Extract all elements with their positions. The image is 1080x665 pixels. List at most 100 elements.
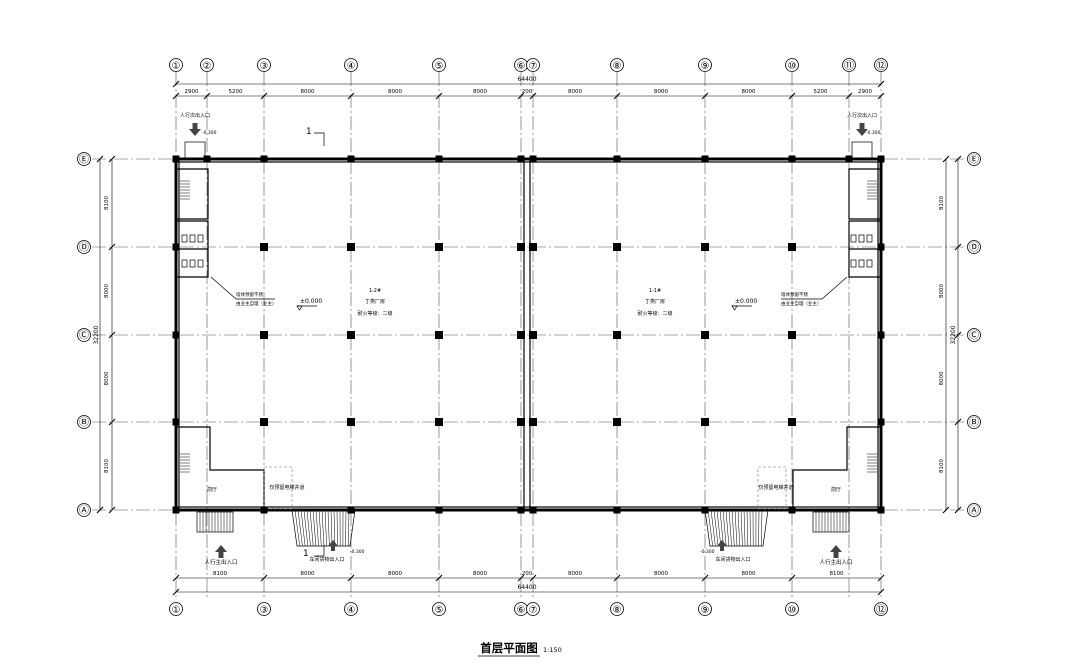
grid-bubble-top — [200, 58, 214, 72]
column — [517, 506, 525, 514]
ramp-hatch — [330, 509, 333, 547]
column — [529, 243, 537, 251]
column — [517, 331, 525, 339]
column — [172, 155, 180, 163]
grid-bubble-bottom — [257, 602, 271, 616]
structural-columns — [172, 155, 885, 514]
lobby-walls — [176, 426, 265, 510]
toilet-fixture — [197, 259, 204, 268]
grid-label-top: ⑦ — [529, 61, 538, 72]
grid-label-top: ② — [203, 61, 212, 72]
dim-label-bottom: 8000 — [654, 571, 668, 577]
pedestrian-entry-left: 人行主出入口 — [204, 558, 237, 566]
ramp-hatch — [327, 509, 330, 547]
column — [435, 155, 443, 163]
grid-label-bottom: ⑤ — [435, 605, 444, 616]
ramp-hatch — [740, 509, 743, 547]
ramp-hatch — [722, 509, 727, 547]
grid-label-bottom: ⑦ — [529, 605, 538, 616]
entry-arrow-icon — [215, 545, 227, 558]
column — [701, 331, 709, 339]
dim-tick — [877, 92, 885, 100]
section-mark-top: 1 — [306, 127, 312, 137]
grid-label-top: ① — [172, 61, 181, 72]
grid-label-row: Ⓑ — [969, 417, 979, 429]
grid-bubble-row — [77, 415, 91, 429]
ramp-hatch — [707, 509, 713, 547]
grid-bubble-row — [77, 328, 91, 342]
ramp-hatch — [318, 509, 322, 547]
toilet-fixture — [866, 234, 873, 243]
grid-label-top: ③ — [260, 61, 269, 72]
ramp-hatch — [737, 509, 740, 547]
column — [260, 243, 268, 251]
grid-label-row: Ⓐ — [79, 505, 89, 517]
outdoor-level-left-top: -0.300 — [202, 130, 217, 136]
grid-label-bottom: ⑧ — [613, 605, 622, 616]
dim-tick — [260, 92, 268, 100]
toilet-fixture — [850, 259, 857, 268]
column — [517, 155, 525, 163]
right-unit-name: 1-1# — [649, 288, 661, 294]
grid-label-top: ④ — [347, 61, 356, 72]
dim-tick — [942, 155, 950, 163]
grid-bubble-row — [77, 240, 91, 254]
outdoor-level-right-bottom: -0.300 — [700, 549, 715, 555]
grid-bubble-top — [432, 58, 446, 72]
ramp-hatch — [324, 509, 327, 547]
dim-label-top: 5200 — [814, 89, 828, 95]
dim-tick — [954, 155, 962, 163]
ramp-hatch — [713, 509, 719, 547]
dim-tick — [877, 588, 885, 596]
column — [347, 155, 355, 163]
vehicle-entry-left: 车间货物出入口 — [309, 556, 344, 563]
dim-label-top: 2900 — [185, 89, 199, 95]
column — [788, 331, 796, 339]
dim-label-top: 200 — [522, 89, 533, 95]
side-entry-right: 人行次出入口 — [847, 112, 877, 119]
dim-tick — [108, 155, 116, 163]
lobby-right-label: 前厅 — [831, 486, 841, 493]
grid-bubble-top — [526, 58, 540, 72]
grid-bubble-bottom — [698, 602, 712, 616]
section-mark-bottom: 1 — [303, 549, 309, 559]
grid-label-bottom: ⑩ — [788, 605, 797, 616]
dim-label-top: 2900 — [858, 89, 872, 95]
grid-bubble-row — [967, 152, 981, 166]
pipe-note-right-1: 墙体预留不锈 — [781, 291, 808, 298]
level-marker — [296, 305, 303, 311]
dim-label-bottom: 8100 — [213, 571, 227, 577]
dim-tick — [172, 588, 180, 596]
column — [877, 331, 885, 339]
column — [517, 418, 525, 426]
entry-arrow-icon — [830, 545, 842, 558]
dim-label-side-left: 8000 — [104, 284, 110, 298]
grid-bubble-bottom — [169, 602, 183, 616]
dim-tick — [260, 574, 268, 582]
lobby-walls — [792, 426, 881, 510]
vehicle-arrow-icon — [717, 540, 727, 551]
lobby-left-label: 前厅 — [207, 486, 217, 493]
vehicle-arrow-icon — [328, 540, 338, 551]
toilet-fixture — [181, 259, 188, 268]
column — [435, 243, 443, 251]
ramp-hatch — [306, 509, 311, 547]
grid-bubble-row — [77, 152, 91, 166]
ramp-hatch — [303, 509, 309, 547]
dim-label-top: 8000 — [742, 89, 756, 95]
column — [701, 155, 709, 163]
column — [613, 506, 621, 514]
section-cut-bottom — [314, 545, 325, 557]
dim-tick — [108, 418, 116, 426]
grid-label-row: Ⓓ — [79, 242, 89, 254]
dim-tick — [172, 574, 180, 582]
grid-label-top: ⑪ — [844, 60, 854, 72]
left-unit-name: 1-2# — [369, 288, 381, 294]
dim-label-bottom: 8100 — [830, 571, 844, 577]
column — [613, 418, 621, 426]
dim-tick — [96, 155, 104, 163]
column — [435, 506, 443, 514]
toilet-fixture — [189, 259, 196, 268]
floor-level-right: ±0.000 — [735, 298, 757, 305]
dim-tick — [845, 92, 853, 100]
